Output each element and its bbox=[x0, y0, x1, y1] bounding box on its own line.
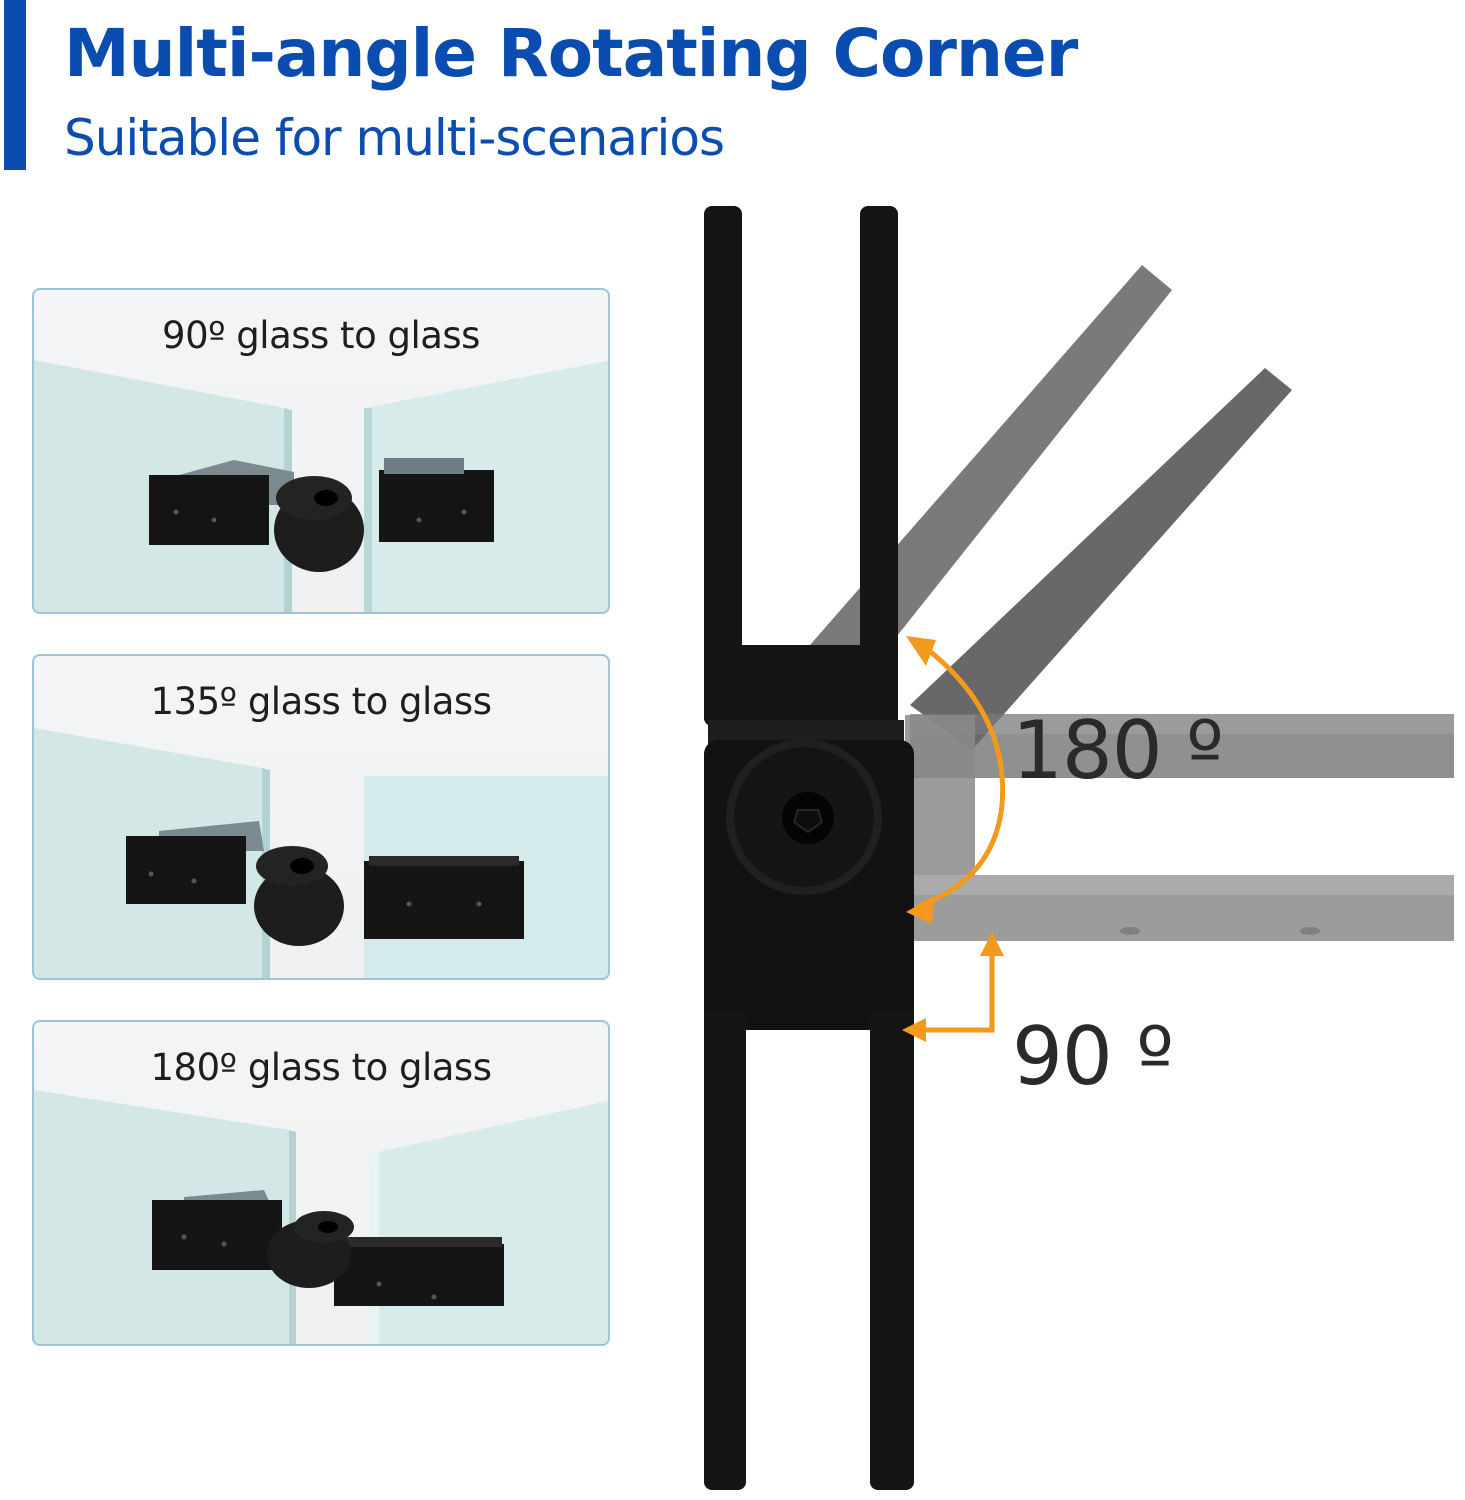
scenario-card-180: 180º glass to glass bbox=[32, 1020, 610, 1346]
rotation-arrow-180 bbox=[906, 636, 1006, 924]
scenario-label-135: 135º glass to glass bbox=[150, 680, 492, 723]
scenario-illustration-90 bbox=[34, 360, 608, 612]
ghost-arm-diagonal-far bbox=[810, 265, 1172, 670]
ghost-arm-horizontal-lower bbox=[910, 875, 1454, 941]
page-title: Multi-angle Rotating Corner bbox=[64, 15, 1078, 92]
scenario-card-135: 135º glass to glass bbox=[32, 654, 610, 980]
page-subtitle: Suitable for multi-scenarios bbox=[64, 109, 725, 167]
scenario-card-90: 90º glass to glass bbox=[32, 288, 610, 614]
corner-fitting bbox=[704, 206, 914, 1490]
accent-bar bbox=[4, 0, 26, 170]
rotating-corner-diagram bbox=[704, 206, 1454, 1490]
scenario-illustration-180 bbox=[34, 1090, 608, 1344]
rotation-arrow-90 bbox=[902, 932, 1004, 1042]
scenario-label-90: 90º glass to glass bbox=[162, 314, 480, 357]
scenario-illustration-135 bbox=[34, 728, 608, 978]
ghost-arm-horizontal-upper bbox=[910, 714, 1454, 778]
angle-label-180: 180 º bbox=[1012, 704, 1224, 797]
ghost-arm-diagonal-near bbox=[910, 368, 1292, 750]
angle-label-90: 90 º bbox=[1012, 1010, 1174, 1103]
scenario-label-180: 180º glass to glass bbox=[150, 1046, 492, 1089]
